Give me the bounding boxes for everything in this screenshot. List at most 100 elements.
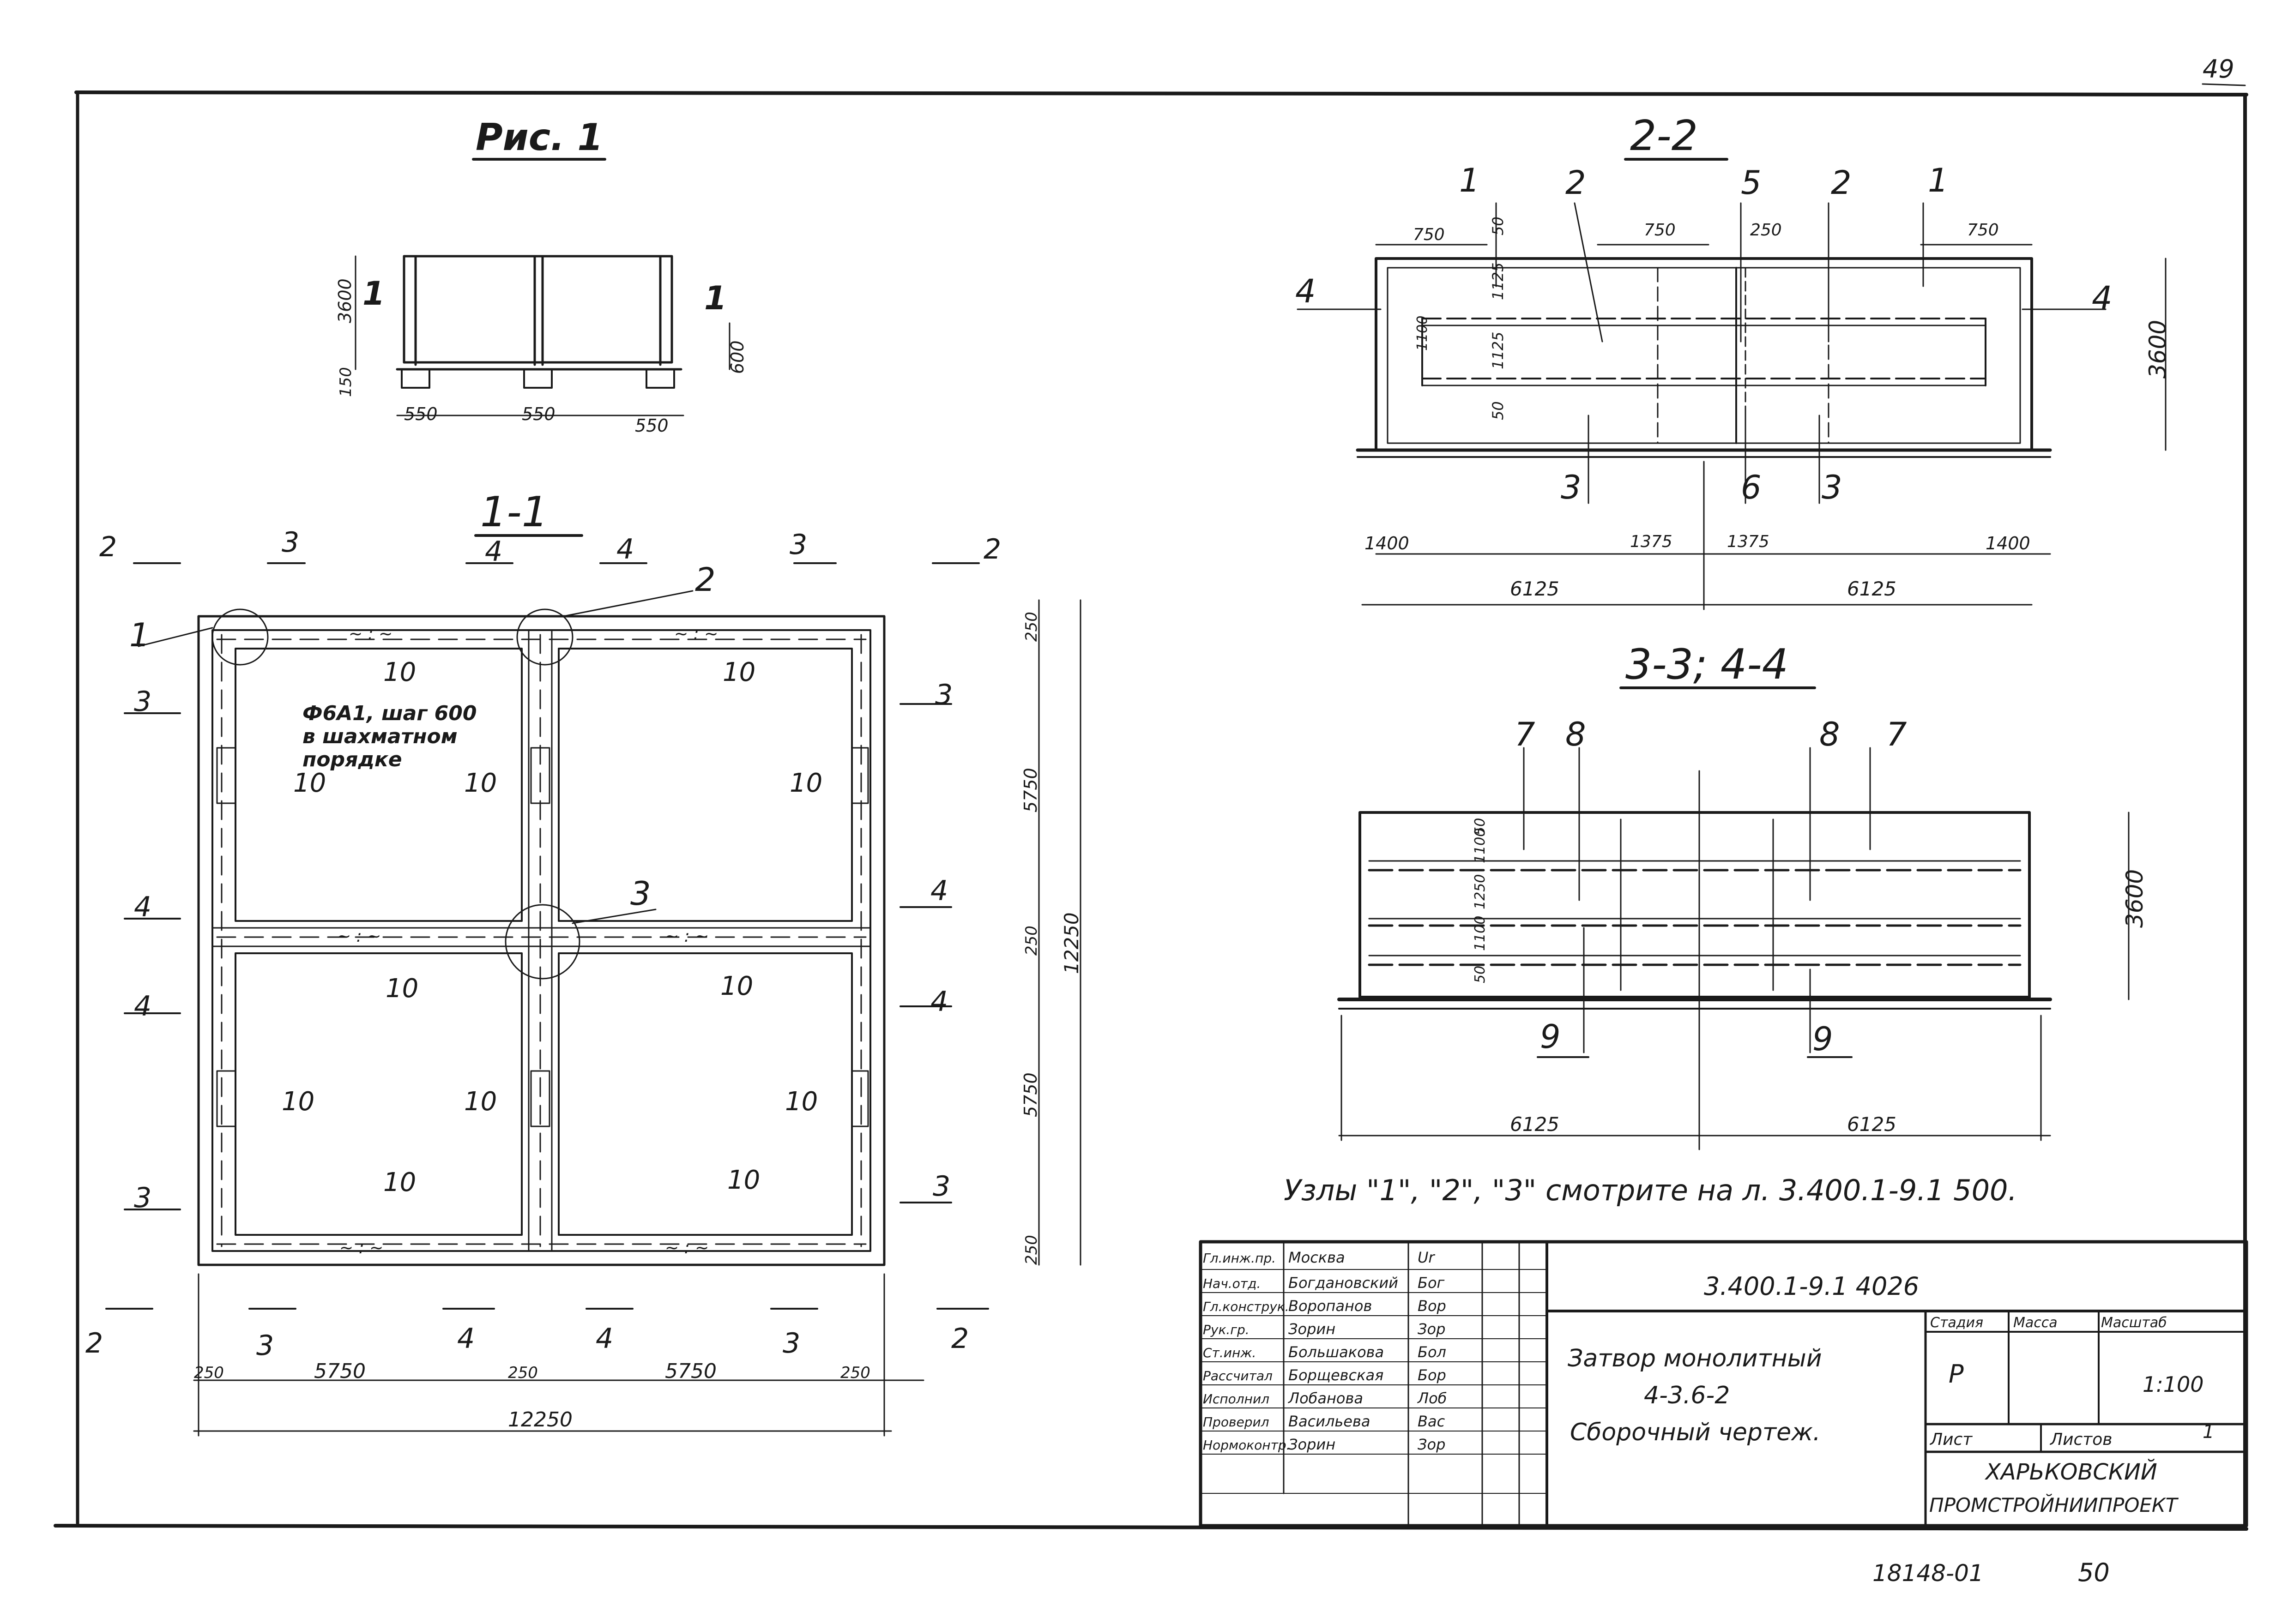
svg-text:Зорин: Зорин	[1288, 1436, 1335, 1453]
fig1-title: Рис. 1	[476, 116, 603, 159]
plan-1-1: 1-1 ∼ : ∼ ∼ : ∼ ∼ : ∼ ∼ : ∼ ∼ : ∼	[85, 488, 1083, 1437]
s22-height: 3600	[2144, 320, 2171, 379]
s22-dim-bot-3: 1400	[1986, 533, 2030, 553]
plan-dims-bottom: 250 5750 250 5750 250	[194, 1359, 870, 1383]
s33-height: 3600	[2121, 869, 2148, 928]
s22-dim-v-3: 50	[1489, 401, 1507, 420]
doc-name-line-0: Затвор монолитный	[1568, 1345, 1822, 1372]
svg-text:3: 3	[282, 526, 299, 559]
svg-text:250: 250	[1022, 926, 1041, 956]
svg-text:Гл.инж.пр.: Гл.инж.пр.	[1203, 1251, 1276, 1266]
svg-text:Ur: Ur	[1418, 1249, 1435, 1266]
bottom-code: 18148-01	[1872, 1560, 1984, 1587]
s33-dim-v-3: 1100	[1472, 916, 1488, 951]
svg-text:10: 10	[720, 971, 753, 1001]
svg-text:10: 10	[386, 974, 418, 1004]
svg-text:Исполнил: Исполнил	[1203, 1391, 1269, 1407]
mass-label: Масса	[2013, 1315, 2058, 1331]
s22-mark-top-1: 2	[1565, 164, 1586, 202]
svg-text:5750: 5750	[665, 1359, 717, 1383]
sheet-label: Лист	[1929, 1430, 1973, 1449]
people-row: Гл.инж.пр. Москва Ur	[1200, 1249, 1547, 1270]
svg-text:Лобанова: Лобанова	[1288, 1389, 1363, 1407]
note-nodes: Узлы "1", "2", "3" смотрите на л. 3.400.…	[1284, 1173, 2017, 1207]
svg-text:4: 4	[930, 875, 948, 907]
svg-text:Гл.конструк.: Гл.конструк.	[1203, 1299, 1289, 1314]
svg-text:250: 250	[1022, 612, 1041, 642]
scale-value: 1:100	[2143, 1372, 2204, 1397]
svg-text:250: 250	[194, 1364, 224, 1382]
svg-text:Проверил: Проверил	[1203, 1414, 1269, 1430]
svg-text:Зор: Зор	[1418, 1436, 1445, 1453]
svg-text:∼ : ∼: ∼ : ∼	[665, 927, 709, 946]
doc-name-line-2: Сборочный чертеж.	[1570, 1419, 1821, 1446]
svg-text:2: 2	[99, 531, 117, 563]
plan-section-marks-left: 3 4 4 3	[124, 686, 181, 1214]
svg-text:250: 250	[840, 1364, 870, 1382]
svg-text:Васильева: Васильева	[1288, 1413, 1370, 1430]
s22-dim-top-1: 750	[1644, 221, 1676, 240]
svg-text:10: 10	[790, 768, 822, 798]
s33-mark-top-0: 7	[1515, 716, 1535, 753]
svg-text:Бол: Бол	[1418, 1343, 1446, 1361]
svg-text:Борщевская: Борщевская	[1288, 1366, 1383, 1384]
s33-total-0: 6125	[1510, 1113, 1559, 1136]
org-line-0: ХАРЬКОВСКИЙ	[1984, 1459, 2157, 1485]
s33-mark-top-2: 8	[1819, 716, 1840, 753]
people-row: Исполнил Лобанова Лоб	[1200, 1389, 1547, 1408]
s22-dim-bot-0: 1400	[1364, 533, 1409, 553]
fig1-dim-pad-left: 550	[404, 404, 438, 424]
s33-mark-top-1: 8	[1565, 716, 1586, 753]
svg-text:Вор: Вор	[1418, 1297, 1446, 1315]
svg-text:250: 250	[508, 1364, 538, 1382]
stage-label: Стадия	[1930, 1315, 1983, 1331]
doc-code: 3.400.1-9.1 4026	[1704, 1272, 1919, 1301]
svg-text:Большакова: Большакова	[1288, 1343, 1384, 1361]
s22-dim-bot-1: 1375	[1630, 532, 1672, 551]
svg-text:4: 4	[930, 986, 948, 1018]
plan-section-marks-bottom: 2 3 4 4 3 2	[85, 1308, 989, 1362]
svg-text:∼ : ∼: ∼ : ∼	[349, 625, 392, 644]
svg-text:5750: 5750	[1020, 768, 1041, 812]
people-row: Нач.отд. Богдановский Бог	[1200, 1274, 1547, 1293]
svg-text:3: 3	[256, 1329, 274, 1362]
svg-text:Бог: Бог	[1418, 1274, 1445, 1292]
fig1: Рис. 1 3600 150 600 550 550 550 1 1	[335, 116, 748, 436]
svg-text:2: 2	[951, 1323, 969, 1355]
people-table: Гл.инж.пр. Москва Ur Нач.отд. Богдановск…	[1200, 1249, 1547, 1494]
section-3-3: 3-3; 4-4 7 8 8 7 50 1100 1250 1100 50 36…	[1337, 640, 2148, 1150]
svg-text:3: 3	[933, 1170, 950, 1203]
s22-dim-v-0: 50	[1489, 217, 1507, 235]
svg-text:2: 2	[984, 533, 1001, 565]
svg-text:4: 4	[134, 990, 151, 1023]
s22-total-0: 6125	[1510, 577, 1559, 600]
svg-text:∼ : ∼: ∼ : ∼	[337, 927, 381, 946]
svg-text:Рассчитал: Рассчитал	[1203, 1368, 1273, 1383]
svg-text:3: 3	[783, 1327, 800, 1359]
svg-text:Нач.отд.: Нач.отд.	[1203, 1276, 1261, 1291]
s22-dim-v-2: 1125	[1489, 332, 1507, 369]
s33-dim-v-0: 50	[1472, 818, 1488, 836]
svg-text:Воропанов: Воропанов	[1288, 1297, 1372, 1315]
sheet-frame	[54, 83, 2248, 1531]
fig1-mark-left: 1	[362, 275, 385, 313]
people-row: Нормоконтр. Зорин Зор	[1200, 1436, 1547, 1455]
s33-dim-v-1: 1100	[1472, 828, 1488, 863]
svg-text:250: 250	[1022, 1235, 1041, 1265]
fig1-mark-right: 1	[704, 279, 727, 317]
svg-text:2: 2	[85, 1327, 103, 1359]
stage-value: Р	[1949, 1359, 1964, 1389]
svg-text:10: 10	[464, 768, 497, 798]
svg-text:10: 10	[464, 1087, 497, 1117]
s22-mark-bot-2: 3	[1822, 469, 1842, 506]
svg-text:Нормоконтр.: Нормоконтр.	[1203, 1438, 1291, 1453]
s33-mark-bot-1: 9	[1812, 1020, 1833, 1058]
plan-note-line-1: в шахматном	[302, 725, 458, 748]
s33-dim-v-4: 50	[1472, 966, 1488, 983]
svg-text:Москва: Москва	[1288, 1249, 1345, 1266]
fig1-dim-offset: 600	[727, 340, 748, 374]
svg-text:Богдановский: Богдановский	[1288, 1274, 1398, 1292]
scale-label: Масштаб	[2101, 1315, 2167, 1331]
page-number: 49	[2203, 54, 2234, 84]
